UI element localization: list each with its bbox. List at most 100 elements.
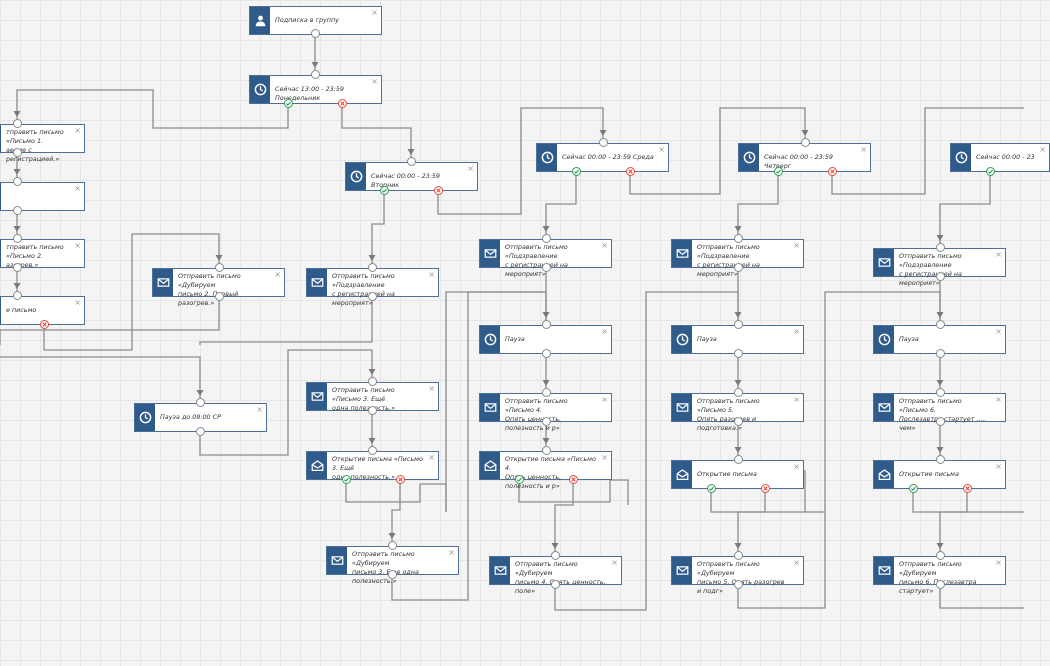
connector-port[interactable]: [406, 156, 416, 166]
flow-node-n31[interactable]: Отправить письмо «Дубируем письмо 6. Пос…: [873, 556, 1006, 595]
connector-port[interactable]: [310, 69, 320, 79]
no-port-icon[interactable]: [962, 483, 972, 493]
connector-port[interactable]: [541, 262, 551, 272]
connector-port[interactable]: [550, 579, 560, 589]
connector-port[interactable]: [733, 579, 743, 589]
connector-port[interactable]: [387, 569, 397, 579]
flow-node-n22[interactable]: Открытие письма «Письмо 4. Опять ценност…: [479, 451, 612, 490]
close-icon[interactable]: ×: [995, 558, 1002, 567]
no-port-icon[interactable]: [395, 474, 405, 484]
connector-port[interactable]: [733, 262, 743, 272]
connector-port[interactable]: [214, 262, 224, 272]
connector-port[interactable]: [541, 445, 551, 455]
yes-port-icon[interactable]: [283, 98, 293, 108]
close-icon[interactable]: ×: [658, 145, 665, 154]
flow-node-n23[interactable]: Отправить письмо «Дубируем письмо 4. Опя…: [489, 556, 622, 595]
close-icon[interactable]: ×: [74, 298, 81, 307]
close-icon[interactable]: ×: [995, 462, 1002, 471]
connector-port[interactable]: [935, 348, 945, 358]
close-icon[interactable]: ×: [448, 548, 455, 557]
close-icon[interactable]: ×: [793, 395, 800, 404]
connector-port[interactable]: [12, 176, 22, 186]
yes-port-icon[interactable]: [514, 474, 524, 484]
connector-port[interactable]: [195, 426, 205, 436]
close-icon[interactable]: ×: [371, 8, 378, 17]
connector-port[interactable]: [195, 397, 205, 407]
flow-node-n26[interactable]: Открытие письма×: [671, 460, 804, 489]
close-icon[interactable]: ×: [428, 384, 435, 393]
connector-port[interactable]: [935, 242, 945, 252]
connector-port[interactable]: [935, 454, 945, 464]
close-icon[interactable]: ×: [995, 395, 1002, 404]
close-icon[interactable]: ×: [274, 270, 281, 279]
close-icon[interactable]: ×: [1039, 145, 1046, 154]
connector-port[interactable]: [733, 387, 743, 397]
close-icon[interactable]: ×: [793, 558, 800, 567]
close-icon[interactable]: ×: [995, 327, 1002, 336]
close-icon[interactable]: ×: [793, 241, 800, 250]
connector-port[interactable]: [367, 291, 377, 301]
close-icon[interactable]: ×: [467, 164, 474, 173]
connector-port[interactable]: [935, 416, 945, 426]
close-icon[interactable]: ×: [74, 184, 81, 193]
yes-port-icon[interactable]: [379, 185, 389, 195]
connector-port[interactable]: [541, 416, 551, 426]
flow-node-n14[interactable]: Отправить письмо «Подзравление с регистр…: [671, 239, 804, 278]
close-icon[interactable]: ×: [428, 453, 435, 462]
no-port-icon[interactable]: [568, 474, 578, 484]
close-icon[interactable]: ×: [793, 327, 800, 336]
connector-port[interactable]: [12, 233, 22, 243]
connector-port[interactable]: [935, 319, 945, 329]
flow-node-n8[interactable]: ×: [0, 182, 85, 211]
close-icon[interactable]: ×: [601, 395, 608, 404]
connector-port[interactable]: [935, 550, 945, 560]
flow-node-n18[interactable]: Открытие письма «Письмо 3. Ещё одна поле…: [306, 451, 439, 481]
yes-port-icon[interactable]: [985, 166, 995, 176]
close-icon[interactable]: ×: [793, 462, 800, 471]
close-icon[interactable]: ×: [74, 126, 81, 135]
connector-port[interactable]: [541, 319, 551, 329]
connector-port[interactable]: [367, 262, 377, 272]
close-icon[interactable]: ×: [256, 405, 263, 414]
close-icon[interactable]: ×: [371, 77, 378, 86]
connector-port[interactable]: [214, 291, 224, 301]
yes-port-icon[interactable]: [908, 483, 918, 493]
connector-port[interactable]: [367, 445, 377, 455]
flow-node-n7[interactable]: тправить письмо «Письмо 1. аение с регис…: [0, 124, 85, 163]
connector-port[interactable]: [541, 348, 551, 358]
connector-port[interactable]: [367, 376, 377, 386]
connector-port[interactable]: [541, 233, 551, 243]
close-icon[interactable]: ×: [611, 558, 618, 567]
connector-port[interactable]: [367, 405, 377, 415]
no-port-icon[interactable]: [337, 98, 347, 108]
close-icon[interactable]: ×: [995, 250, 1002, 259]
connector-port[interactable]: [12, 262, 22, 272]
flow-node-n5[interactable]: Сейчас 00:00 - 23:59 Четверг×: [738, 143, 871, 172]
no-port-icon[interactable]: [39, 319, 49, 329]
connector-port[interactable]: [800, 137, 810, 147]
flow-node-n4[interactable]: Сейчас 00:00 - 23:59 Среда×: [536, 143, 669, 172]
connector-port[interactable]: [733, 348, 743, 358]
connector-port[interactable]: [733, 233, 743, 243]
connector-port[interactable]: [550, 550, 560, 560]
flow-node-n9[interactable]: тправить письмо «Письмо 2. азогрев.»×: [0, 239, 85, 269]
connector-port[interactable]: [387, 540, 397, 550]
connector-port[interactable]: [12, 118, 22, 128]
yes-port-icon[interactable]: [706, 483, 716, 493]
close-icon[interactable]: ×: [601, 453, 608, 462]
flow-node-n21[interactable]: Отправить письмо «Письмо 4. Опять ценнос…: [479, 393, 612, 432]
no-port-icon[interactable]: [625, 166, 635, 176]
no-port-icon[interactable]: [827, 166, 837, 176]
close-icon[interactable]: ×: [601, 327, 608, 336]
yes-port-icon[interactable]: [341, 474, 351, 484]
flow-node-n30[interactable]: Открытие письма×: [873, 460, 1006, 489]
connector-port[interactable]: [935, 271, 945, 281]
connector-port[interactable]: [733, 319, 743, 329]
connector-port[interactable]: [935, 387, 945, 397]
close-icon[interactable]: ×: [74, 241, 81, 250]
flow-node-n6[interactable]: Сейчас 00:00 - 23×: [950, 143, 1050, 172]
yes-port-icon[interactable]: [773, 166, 783, 176]
connector-port[interactable]: [541, 387, 551, 397]
connector-port[interactable]: [310, 28, 320, 38]
